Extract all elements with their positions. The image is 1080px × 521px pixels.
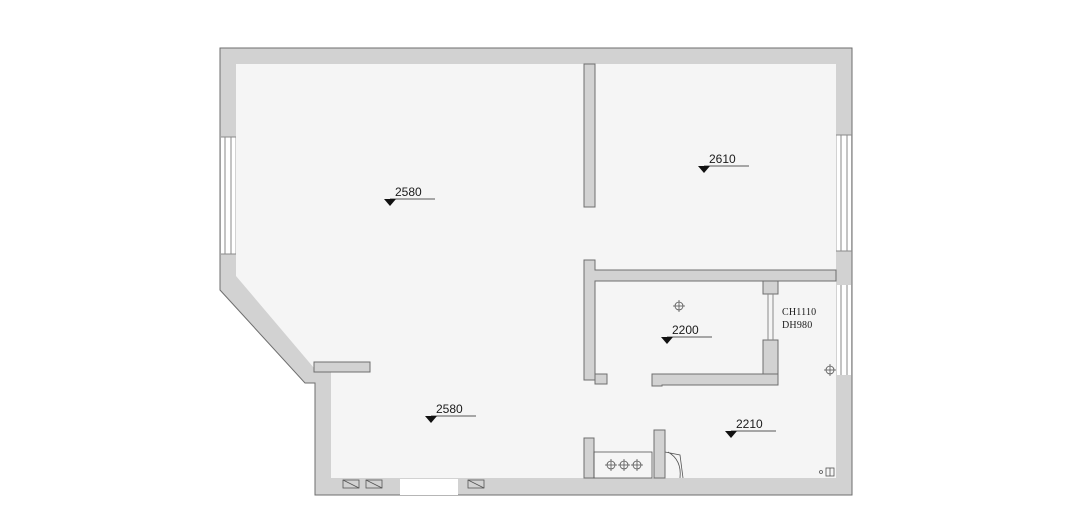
elevation-marker-bedroom: 2610: [698, 152, 749, 173]
elevation-label: 2580: [436, 402, 463, 416]
kitchen-wall-right: [653, 429, 666, 479]
socket-icon: [819, 467, 835, 477]
bathroom-right-wall: [762, 280, 779, 295]
window-door-height-note: DH980: [782, 320, 812, 331]
elevation-marker-kitchen: 2210: [725, 417, 776, 438]
elevation-marker-living-upper: 2580: [384, 185, 435, 206]
ceiling-light-icon: [824, 364, 836, 376]
stove-icon: [593, 451, 653, 479]
elevation-label: 2610: [709, 152, 736, 166]
elevation-marker-bathroom: 2200: [661, 323, 712, 344]
bedroom-bottom-wall: [583, 259, 837, 381]
partition-wall-vertical: [583, 63, 596, 208]
elevation-label: 2210: [736, 417, 763, 431]
entrance-opening: [400, 479, 458, 495]
elevation-label: 2580: [395, 185, 422, 199]
elevation-marker-living-lower: 2580: [425, 402, 476, 423]
bathroom-door-jamb: [594, 373, 608, 385]
kitchen-wall-left: [583, 437, 595, 479]
window-ceiling-height-note: CH1110: [782, 307, 816, 318]
elevation-label: 2200: [672, 323, 699, 337]
living-stub-wall: [313, 361, 371, 373]
bathroom-bottom-wall: [651, 373, 779, 387]
door-swing-icon: [664, 451, 684, 479]
bottom-vents: [342, 479, 485, 489]
ceiling-light-icon: [673, 300, 685, 312]
